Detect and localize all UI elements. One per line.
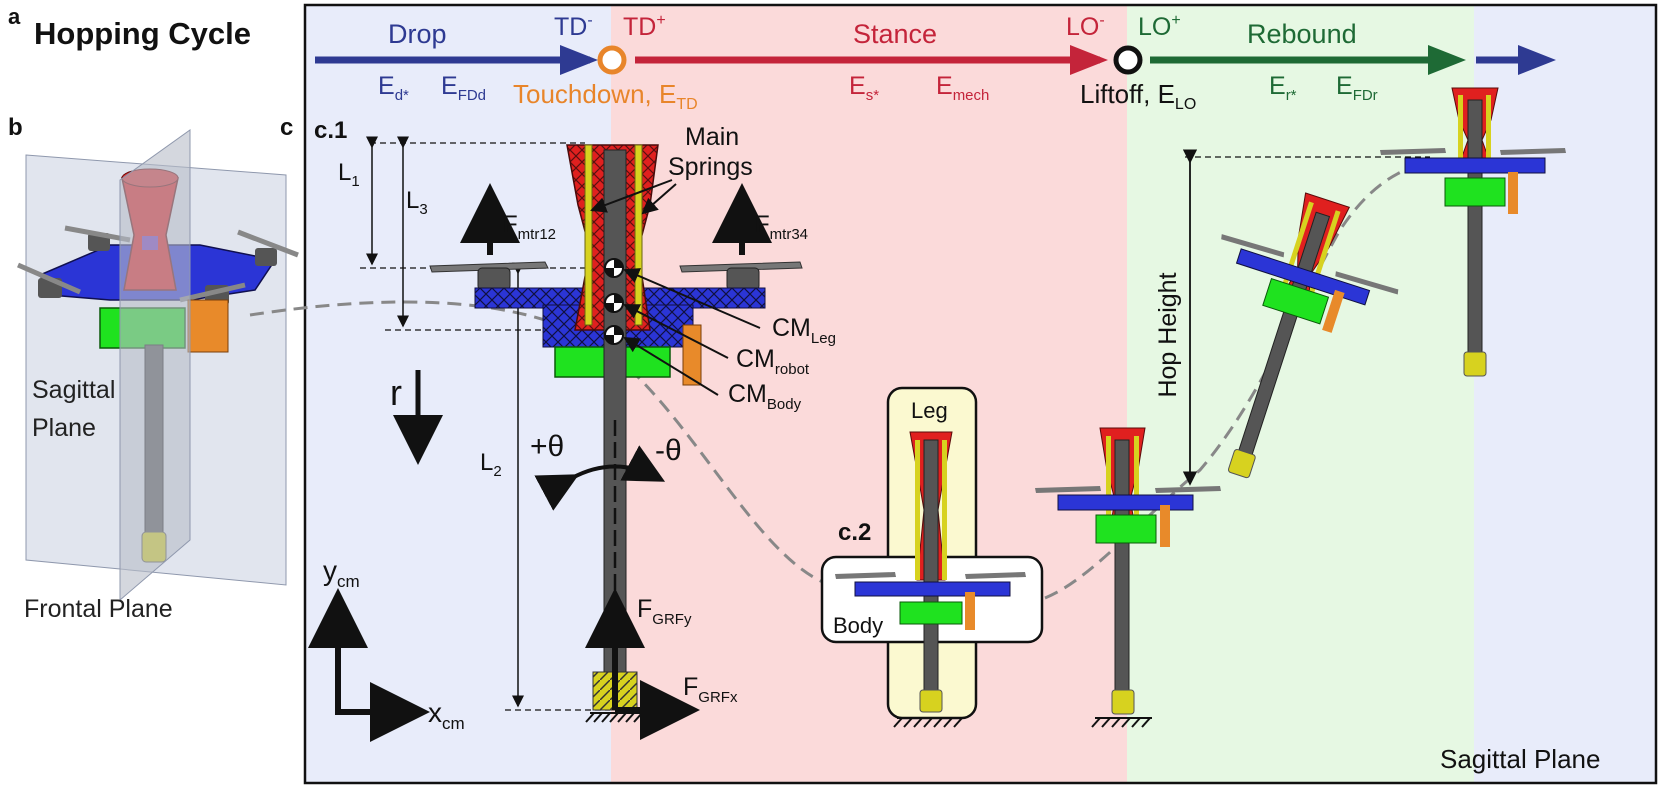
panel-c2-label: c.2 — [838, 519, 871, 546]
cm-leg-pointer — [623, 268, 761, 329]
theta-minus-label: -θ — [655, 434, 682, 467]
orange-bracket — [187, 299, 229, 353]
panel-a-title: Hopping Cycle — [34, 16, 251, 51]
frontal-plane-label: Frontal Plane — [24, 595, 173, 623]
propeller-blade — [179, 282, 246, 303]
fmtr34-label: Fmtr34 — [755, 211, 808, 243]
sagittal-plane-label: Sagittal Plane — [1440, 744, 1600, 774]
e-fdr-label: EFDr — [1336, 72, 1378, 104]
c2-propeller-left — [835, 572, 896, 579]
e-s-label: Es* — [849, 72, 879, 104]
td-plus-label: TD+ — [623, 12, 666, 41]
lo-plus-label: LO+ — [1138, 12, 1181, 41]
frontal-plane — [119, 129, 191, 602]
c2-orange-bracket — [965, 592, 975, 630]
cm-body-label: CMBody — [728, 380, 802, 413]
next-drop-arrow-head — [1518, 45, 1556, 75]
motor-right — [726, 267, 760, 291]
propeller-blade — [64, 225, 131, 243]
main-spring-left — [584, 144, 593, 326]
panel-c1-label: c.1 — [314, 117, 347, 144]
panel-a-label: a — [8, 4, 21, 29]
sagittal-plane-label-1: Sagittal — [32, 376, 115, 404]
motor-left — [477, 267, 511, 291]
theta-plus-label: +θ — [530, 430, 564, 463]
panel-c-label: c — [280, 114, 293, 141]
c2-propeller-right — [965, 572, 1026, 579]
c2-battery — [899, 601, 963, 625]
e-fdd-label: EFDd — [441, 72, 486, 104]
cm-leg-label: CMLeg — [772, 314, 836, 347]
td-minus-label: TD- — [554, 12, 593, 41]
c2-spring-right — [942, 440, 947, 580]
cm-body-pointer — [623, 336, 719, 396]
cm-robot-marker — [604, 293, 624, 313]
panel-b-label: b — [8, 114, 23, 141]
liftoff-marker — [1113, 45, 1143, 75]
l2-label: L2 — [480, 449, 502, 480]
e-r-label: Er* — [1269, 72, 1297, 104]
c1-robot: L1 L3 L2 CMLeg CM — [308, 123, 836, 742]
c2-spring-left — [915, 440, 920, 580]
rebound-label: Rebound — [1247, 19, 1357, 49]
panel-b-robot: Sagittal Plane Frontal Plane — [17, 129, 299, 623]
stance-label: Stance — [853, 19, 937, 49]
propeller-right — [679, 261, 803, 273]
sagittal-plane-label-2: Plane — [32, 414, 96, 442]
lo-minus-label: LO- — [1066, 12, 1105, 41]
panel-c-border — [303, 3, 1658, 785]
c2-body-frame — [854, 581, 1011, 597]
leg-box-label: Leg — [911, 398, 948, 423]
cm-robot-pointer — [623, 304, 729, 359]
hop-height-label: Hop Height — [1154, 272, 1182, 397]
drop2-phase-bg — [1474, 5, 1656, 783]
cm-robot-label: CMrobot — [736, 345, 810, 378]
theta-arc-arrow — [534, 445, 666, 511]
touchdown-marker — [597, 45, 627, 75]
propeller-left — [429, 261, 549, 273]
drop-arrow-head — [560, 45, 598, 75]
body-box-label: Body — [833, 613, 883, 638]
xcm-label: xcm — [428, 697, 465, 733]
phase-backgrounds — [303, 3, 1658, 785]
stance-phase-bg — [611, 5, 1127, 783]
c2-foot — [919, 689, 943, 713]
e-d-label: Ed* — [378, 72, 409, 104]
liftoff-label: Liftoff, ELO — [1080, 79, 1196, 113]
main-spring-right — [634, 144, 643, 326]
apex-robot — [1380, 87, 1566, 377]
timeline: Drop TD- TD+ Stance LO- LO+ Rebound Ed* … — [315, 12, 1556, 113]
fgrfx-label: FGRFx — [683, 673, 738, 706]
orange-bracket — [682, 324, 702, 386]
fgrfy-label: FGRFy — [637, 595, 692, 628]
cm-body-marker — [604, 325, 624, 345]
l3-label: L3 — [406, 187, 428, 218]
main-springs-label-2: Springs — [668, 153, 753, 181]
c2-inset: c.2 Leg Body — [820, 386, 1044, 728]
r-label: r — [390, 372, 402, 413]
motor-hub — [255, 248, 277, 266]
touchdown-label: Touchdown, ETD — [513, 79, 698, 113]
e-mech-label: Emech — [936, 72, 989, 104]
ycm-label: ycm — [323, 555, 360, 591]
spring-pointer-right — [641, 183, 677, 215]
rebound-robot-tilted — [1221, 192, 1399, 479]
propeller-blade — [17, 262, 81, 295]
liftoff-robot — [1035, 427, 1221, 728]
propeller-blade — [237, 229, 299, 258]
drop-phase-bg — [305, 5, 611, 783]
c2-leg-rod — [923, 439, 939, 701]
stance-arrow-head — [1070, 45, 1108, 75]
drop-label: Drop — [388, 19, 447, 49]
l1-label: L1 — [338, 159, 360, 190]
c2-ground-hatch — [893, 717, 963, 728]
rebound-arrow-head — [1428, 45, 1466, 75]
spring-pointer-left — [590, 179, 673, 213]
cm-leg-marker — [604, 258, 624, 278]
main-springs-label-1: Main — [685, 123, 739, 151]
fmtr12-label: Fmtr12 — [503, 211, 556, 243]
